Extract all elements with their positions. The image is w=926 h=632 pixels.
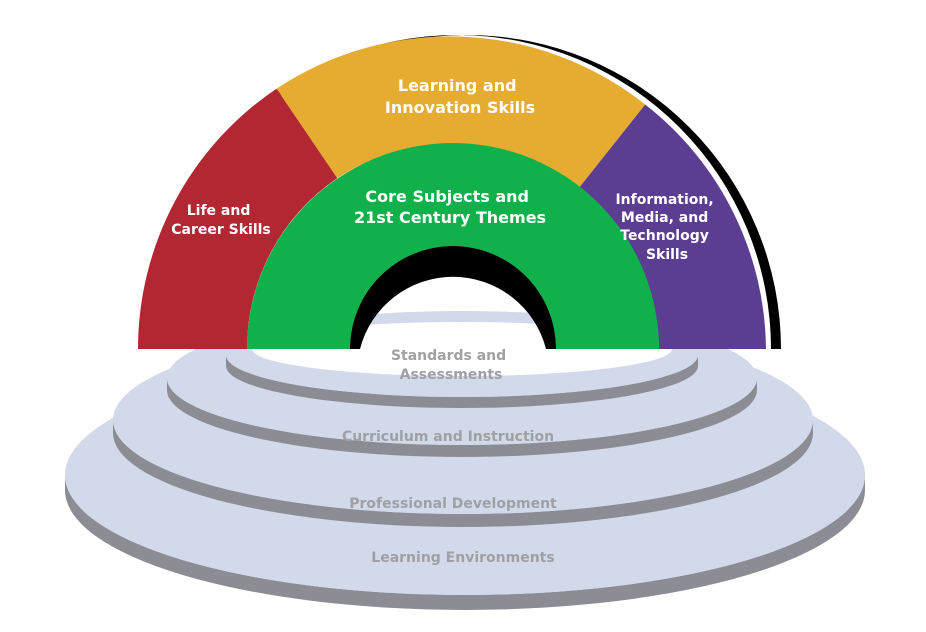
ring-standards-and-assessments-shadow [226, 355, 698, 408]
label-learning-innovation-line-2: Innovation Skills [385, 98, 535, 117]
label-learning-innovation: Learning and Innovation Skills [385, 76, 535, 117]
label-information-media-technology-line-1: Information, [615, 192, 713, 208]
label-information-media-technology-line-3: Technology [620, 228, 709, 244]
label-life-career-line-1: Life and [187, 203, 251, 219]
arch [138, 35, 781, 349]
label-learning-innovation-line-1: Learning and [398, 76, 517, 95]
ring-curriculum-and-instruction-shadow [167, 378, 757, 457]
arch-segment-learning-innovation [276, 36, 646, 189]
label-core-subjects-line-2: 21st Century Themes [354, 208, 546, 227]
label-core-subjects-line-1: Core Subjects and [365, 187, 529, 206]
ring-labels: Standards and Assessments Curriculum and… [342, 348, 557, 566]
label-curriculum-instruction: Curriculum and Instruction [342, 429, 554, 445]
inner-hole-shadow [350, 246, 556, 349]
label-professional-development: Professional Development [349, 496, 557, 512]
label-standards-assessments-line-2: Assessments [400, 367, 503, 383]
label-information-media-technology: Information, Media, and Technology Skill… [615, 192, 718, 263]
label-life-career-line-2: Career Skills [171, 222, 271, 238]
arch-segment-life-career [138, 88, 338, 349]
label-standards-assessments-line-1: Standards and [391, 348, 506, 364]
label-learning-environments: Learning Environments [371, 550, 554, 566]
label-standards-assessments: Standards and Assessments [391, 348, 511, 383]
label-life-career: Life and Career Skills [171, 203, 271, 238]
label-information-media-technology-line-2: Media, and [621, 210, 708, 226]
arch-segment-information-media-technology [578, 104, 766, 349]
label-information-media-technology-line-4: Skills [646, 247, 688, 263]
arch-labels: Learning and Innovation Skills Life and … [171, 76, 718, 263]
label-core-subjects: Core Subjects and 21st Century Themes [354, 187, 546, 227]
